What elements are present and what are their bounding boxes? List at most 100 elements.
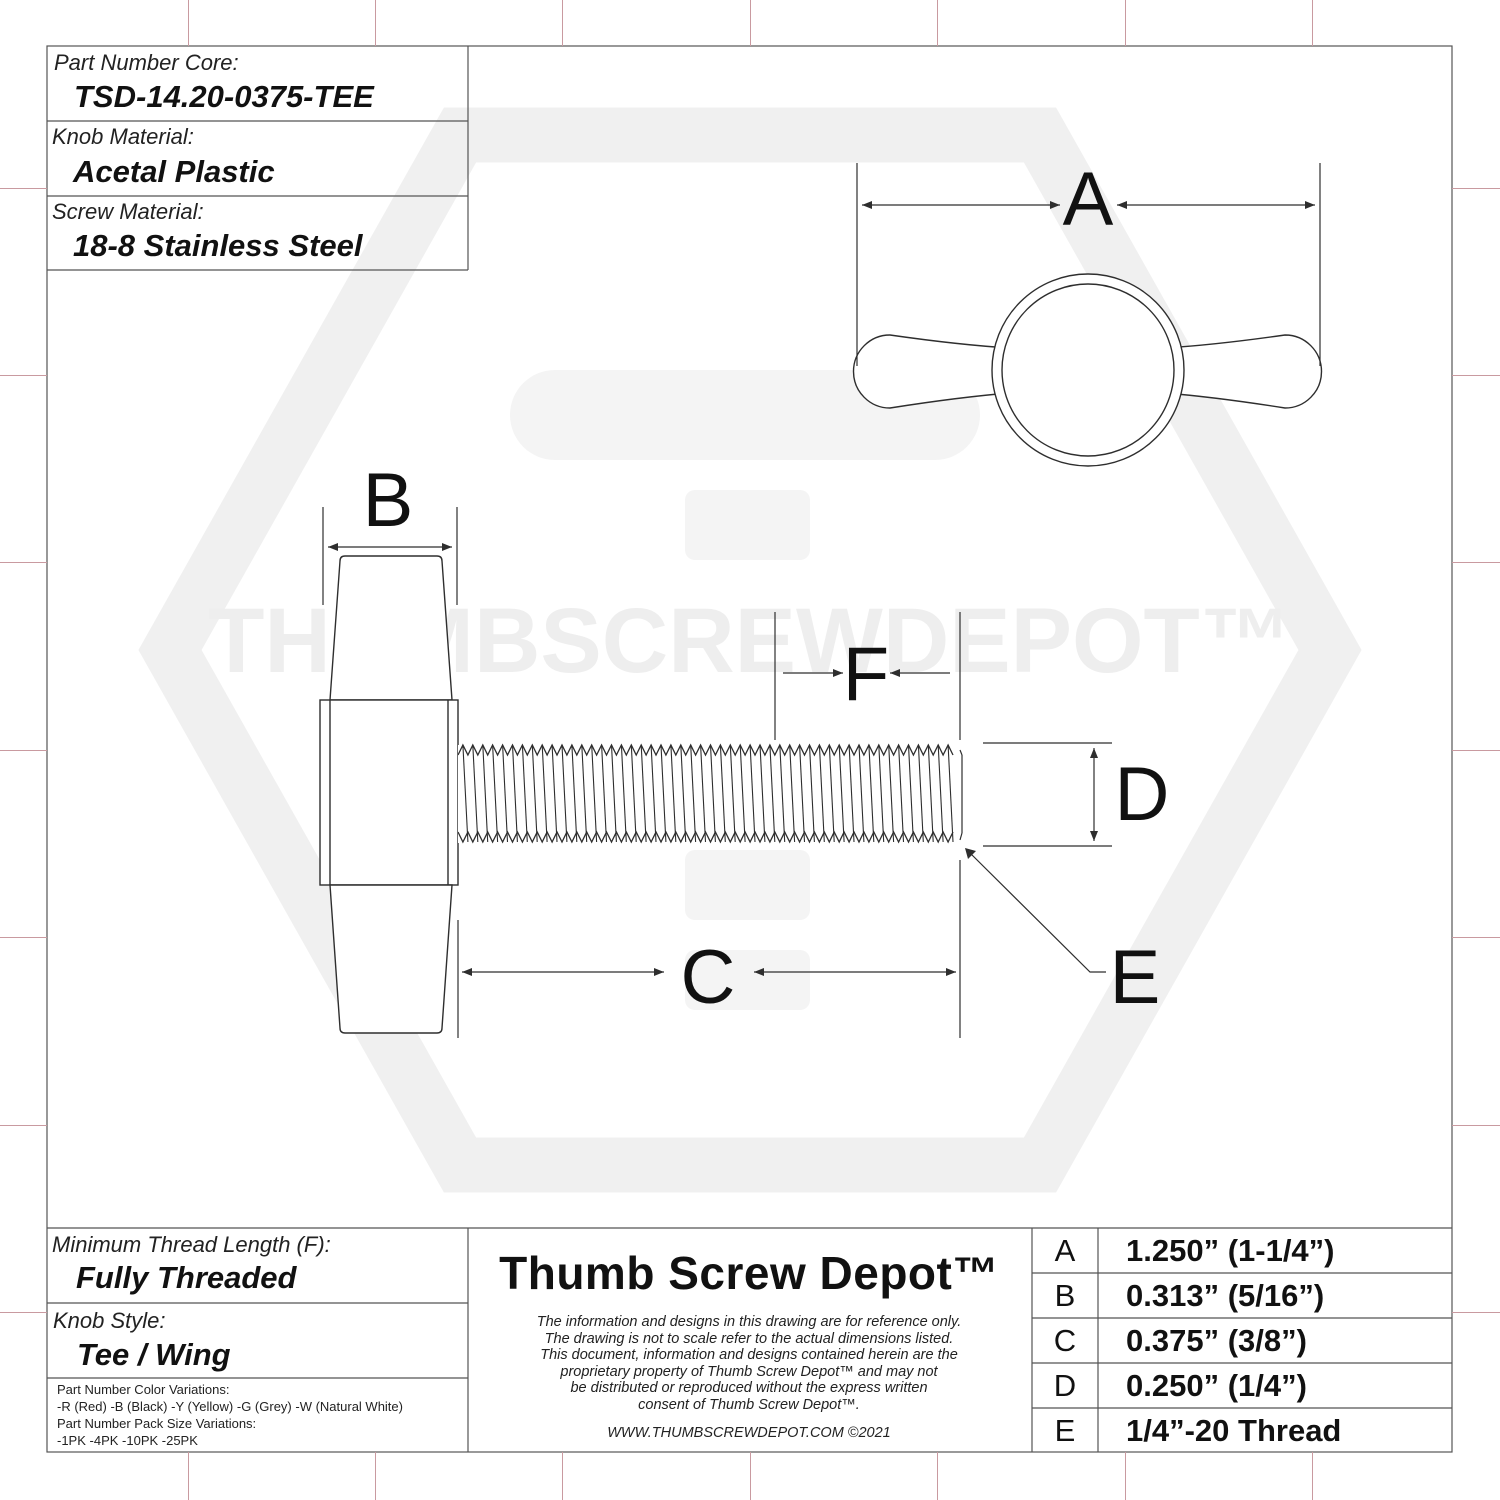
thread-length-value: Fully Threaded	[76, 1260, 297, 1295]
info-box-top-grid	[47, 46, 469, 271]
disclaimer-line: The information and designs in this draw…	[536, 1314, 962, 1330]
dimension-key: E	[1054, 1413, 1076, 1448]
dimension-key: D	[1053, 1368, 1077, 1403]
zone-tick	[188, 0, 189, 46]
thread-line	[789, 744, 796, 843]
thread-line	[937, 744, 944, 843]
thread-line	[878, 744, 885, 843]
disclaimer-line: consent of Thumb Screw Depot™.	[638, 1396, 860, 1413]
knob-style-cell: Knob Style: Tee / Wing	[47, 1303, 468, 1378]
thread-line	[947, 744, 954, 843]
zone-tick	[1452, 1125, 1500, 1126]
disclaimer-line: The drawing is not to scale refer to the…	[544, 1330, 954, 1347]
thread-line	[700, 744, 707, 843]
thread-line	[492, 744, 499, 843]
thread-line	[917, 744, 924, 843]
zone-tick	[1452, 1312, 1500, 1313]
thread-line	[610, 744, 617, 843]
zone-tick	[1125, 0, 1126, 46]
zone-tick	[0, 750, 47, 751]
thread-lines	[462, 744, 954, 843]
wing-right	[1164, 334, 1323, 409]
zone-tick	[0, 562, 47, 563]
pack-variations-label: Part Number Pack Size Variations:	[57, 1416, 257, 1431]
dimension-row-d: D 0.250” (1/4”)	[1032, 1363, 1452, 1408]
thread-line	[601, 744, 608, 843]
thread-line	[620, 744, 627, 843]
dimension-f	[774, 612, 961, 740]
zone-tick	[0, 188, 47, 189]
thread-line	[818, 744, 825, 843]
thread-line	[630, 744, 637, 843]
dimension-value: 0.375” (3/8”)	[1126, 1323, 1307, 1358]
part-number-cell: Part Number Core: TSD-14.20-0375-TEE	[47, 46, 468, 121]
thread-line	[927, 744, 934, 843]
thread-line	[779, 744, 786, 843]
disclaimer-line: proprietary property of Thumb Screw Depo…	[560, 1363, 938, 1380]
title-block: Thumb Screw Depot™ The information and d…	[468, 1228, 1032, 1452]
thread-line	[868, 744, 875, 843]
thread-line	[719, 744, 726, 843]
zone-tick	[750, 1452, 751, 1500]
knob-hub-inner	[1001, 283, 1175, 457]
zone-tick	[0, 375, 47, 376]
brand-title: Thumb Screw Depot™	[499, 1247, 999, 1299]
threaded-shaft	[457, 743, 963, 844]
watermark-block	[685, 490, 810, 560]
zone-tick	[1452, 188, 1500, 189]
thread-line	[739, 744, 746, 843]
disclaimer-line: be distributed or reproduced without the…	[570, 1380, 928, 1397]
thread-line	[799, 744, 806, 843]
thread-line	[521, 744, 528, 843]
zone-tick	[1452, 937, 1500, 938]
zone-tick	[562, 1452, 563, 1500]
thread-line	[571, 744, 578, 843]
callout-a: A	[1063, 157, 1114, 242]
thread-line	[650, 744, 657, 843]
zone-tick	[1452, 375, 1500, 376]
dimension-row-a: A 1.250” (1-1/4”)	[1032, 1228, 1452, 1273]
drawing-frame	[46, 45, 1453, 1453]
thread-line	[561, 744, 568, 843]
thread-line	[680, 744, 687, 843]
dimension-row-b: B 0.313” (5/16”)	[1032, 1273, 1452, 1318]
part-number-value: TSD-14.20-0375-TEE	[74, 79, 374, 114]
screw-material-label: Screw Material:	[52, 199, 204, 224]
thread-line	[828, 744, 835, 843]
dimension-value: 0.313” (5/16”)	[1126, 1278, 1325, 1313]
watermark-block	[685, 950, 810, 1010]
zone-tick	[188, 1452, 189, 1500]
zone-tick	[0, 1312, 47, 1313]
knob-lower	[329, 884, 453, 1034]
callout-d: D	[1115, 752, 1170, 837]
thread-line	[749, 744, 756, 843]
thread-line	[690, 744, 697, 843]
dimension-row-e: E 1/4”-20 Thread	[1032, 1408, 1452, 1453]
thread-line	[769, 744, 776, 843]
screw-material-cell: Screw Material: 18-8 Stainless Steel	[47, 196, 468, 270]
wing-left	[852, 334, 1011, 409]
thread-line	[907, 744, 914, 843]
watermark-block	[685, 850, 810, 920]
dimension-row-c: C 0.375” (3/8”)	[1032, 1318, 1452, 1363]
thread-line	[511, 744, 518, 843]
zone-tick	[1125, 1452, 1126, 1500]
dimension-value: 1.250” (1-1/4”)	[1126, 1233, 1335, 1268]
thread-line	[888, 744, 895, 843]
thread-line	[759, 744, 766, 843]
screw-material-value: 18-8 Stainless Steel	[73, 228, 363, 263]
zone-tick	[0, 937, 47, 938]
dimension-value: 1/4”-20 Thread	[1126, 1413, 1342, 1448]
thread-line	[898, 744, 905, 843]
pack-variations-values: -1PK -4PK -10PK -25PK	[57, 1433, 198, 1448]
thread-line	[531, 744, 538, 843]
dimension-a	[856, 163, 1321, 366]
knob-middle	[319, 699, 459, 886]
thread-line	[660, 744, 667, 843]
thread-line	[502, 744, 509, 843]
thread-line	[472, 744, 479, 843]
thread-line	[808, 744, 815, 843]
dimension-value: 0.250” (1/4”)	[1126, 1368, 1307, 1403]
thread-line	[670, 744, 677, 843]
